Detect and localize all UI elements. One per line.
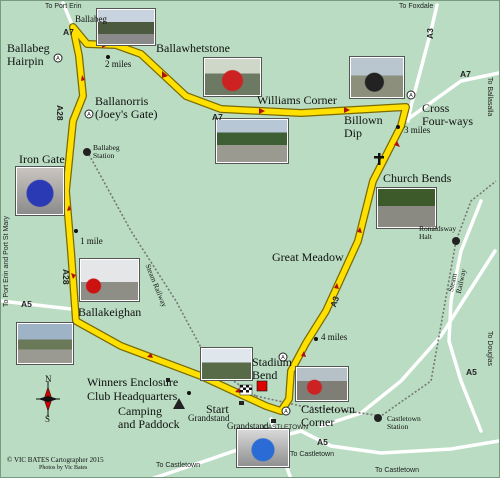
road-a7-east <box>406 71 499 121</box>
svg-text:A: A <box>281 355 285 361</box>
label-stadium-bend: Stadium Bend <box>252 355 293 382</box>
svg-text:A: A <box>409 93 413 99</box>
label-ballabeg: Ballabeg <box>75 14 107 24</box>
camping-tent-icon <box>173 398 185 409</box>
to-port-erin-left: To Port Erin and Port St Mary <box>3 215 10 307</box>
label-start: Start <box>206 402 229 416</box>
label-ballanorris: Ballanorris (Joey's Gate) <box>95 94 158 121</box>
start-flag-icon <box>239 384 253 396</box>
compass-icon <box>36 381 60 417</box>
road-douglas <box>447 199 483 433</box>
label-club-hq: Club Headquarters <box>87 389 178 403</box>
road-a5-right: A5 <box>466 367 477 377</box>
grandstand-marker-2 <box>271 419 276 423</box>
label-winners-enclosure: Winners Enclosure <box>87 375 179 389</box>
church-icon <box>374 153 384 165</box>
road-a7-left: A7 <box>63 27 74 37</box>
photo-one-mile <box>80 259 139 301</box>
label-great-meadow: Great Meadow <box>272 250 344 264</box>
ronaldsway-halt-marker <box>452 237 460 245</box>
photo-iron-gate <box>16 167 64 215</box>
photo-ballakeighan <box>17 323 73 364</box>
label-camping: Camping and Paddock <box>118 404 180 431</box>
castletown-label: CASTLETOWN <box>263 424 309 431</box>
photo-williams-corner <box>350 57 404 98</box>
to-douglas: To Douglas <box>486 331 493 367</box>
photo-billown <box>216 119 288 163</box>
road-a7-right: A7 <box>460 69 471 79</box>
road-a5-bottom: A5 <box>317 437 328 447</box>
road-to-port-erin <box>61 1 75 29</box>
compass-n: N <box>45 374 52 384</box>
label-ballawhetstone: Ballawhetstone <box>156 41 230 55</box>
to-castletown-3: To Castletown <box>375 467 419 474</box>
grandstand-marker-1 <box>239 401 244 405</box>
svg-text:A: A <box>284 409 288 415</box>
road-a5-left: A5 <box>21 299 32 309</box>
label-ballabeg-hairpin: Ballabeg Hairpin <box>7 41 50 68</box>
road-a3-north <box>406 3 439 123</box>
label-cross-four-ways: Cross Four-ways <box>422 101 474 128</box>
label-two-miles: 2 miles <box>105 59 132 69</box>
to-port-erin-top: To Port Erin <box>45 3 82 10</box>
label-iron-gate: Iron Gate <box>19 152 65 166</box>
label-church-bends: Church Bends <box>383 171 452 185</box>
photo-ballawhetstone <box>204 58 261 96</box>
photo-castletown-corner <box>296 367 348 401</box>
castletown-station-marker <box>374 414 382 422</box>
circuit-route-fill <box>63 24 409 414</box>
svg-text:A: A <box>87 112 91 118</box>
label-one-mile: 1 mile <box>80 236 103 246</box>
photo-sidecar <box>237 429 289 467</box>
road-a7-mid: A7 <box>212 112 223 122</box>
to-castletown-1: To Castletown <box>156 462 200 469</box>
to-foxdale: To Foxdale <box>399 3 434 10</box>
ballabeg-station-marker <box>83 148 91 156</box>
road-a5-south <box>299 429 499 455</box>
credit-cartographer: © VIC BATES Cartographer 2015 <box>7 456 104 464</box>
label-four-miles: 4 miles <box>321 332 348 342</box>
label-ballakeighan: Ballakeighan <box>78 305 142 319</box>
label-castletown-station: Castletown Station <box>387 414 421 431</box>
label-ballabeg-station: Ballabeg Station <box>93 143 120 160</box>
photo-church-bends <box>377 188 436 228</box>
road-a28-top: A28 <box>55 105 65 121</box>
road-a3-top: A3 <box>425 28 435 39</box>
compass-s: S <box>45 414 51 424</box>
steam-railway <box>86 150 497 417</box>
winners-enclosure-marker <box>166 378 170 382</box>
label-castletown-corner: Castletown Corner <box>301 402 355 429</box>
svg-text:A: A <box>56 56 60 62</box>
label-three-miles: 3 miles <box>404 125 431 135</box>
photo-ballabeg <box>97 9 155 45</box>
road-a28-bot: A28 <box>61 269 71 285</box>
road-a5-west <box>1 299 73 311</box>
label-ronaldsway-halt: Ronaldsway Halt <box>419 224 457 241</box>
label-billown-dip: Billown Dip <box>344 113 383 140</box>
road-a5-east <box>319 249 497 428</box>
to-castletown-2: To Castletown <box>290 451 334 458</box>
photo-stadium-bend <box>201 348 252 380</box>
credit-photos: Photos by Vic Bates <box>39 465 88 471</box>
label-williams-corner: Williams Corner <box>257 93 337 107</box>
label-grandstand-1: Grandstand <box>188 413 230 423</box>
to-ballasalla: To Ballasalla <box>486 77 493 117</box>
mile-markers <box>74 55 400 395</box>
red-marker-icon <box>256 380 268 392</box>
label-grandstand-2: Grandstand <box>227 421 269 431</box>
